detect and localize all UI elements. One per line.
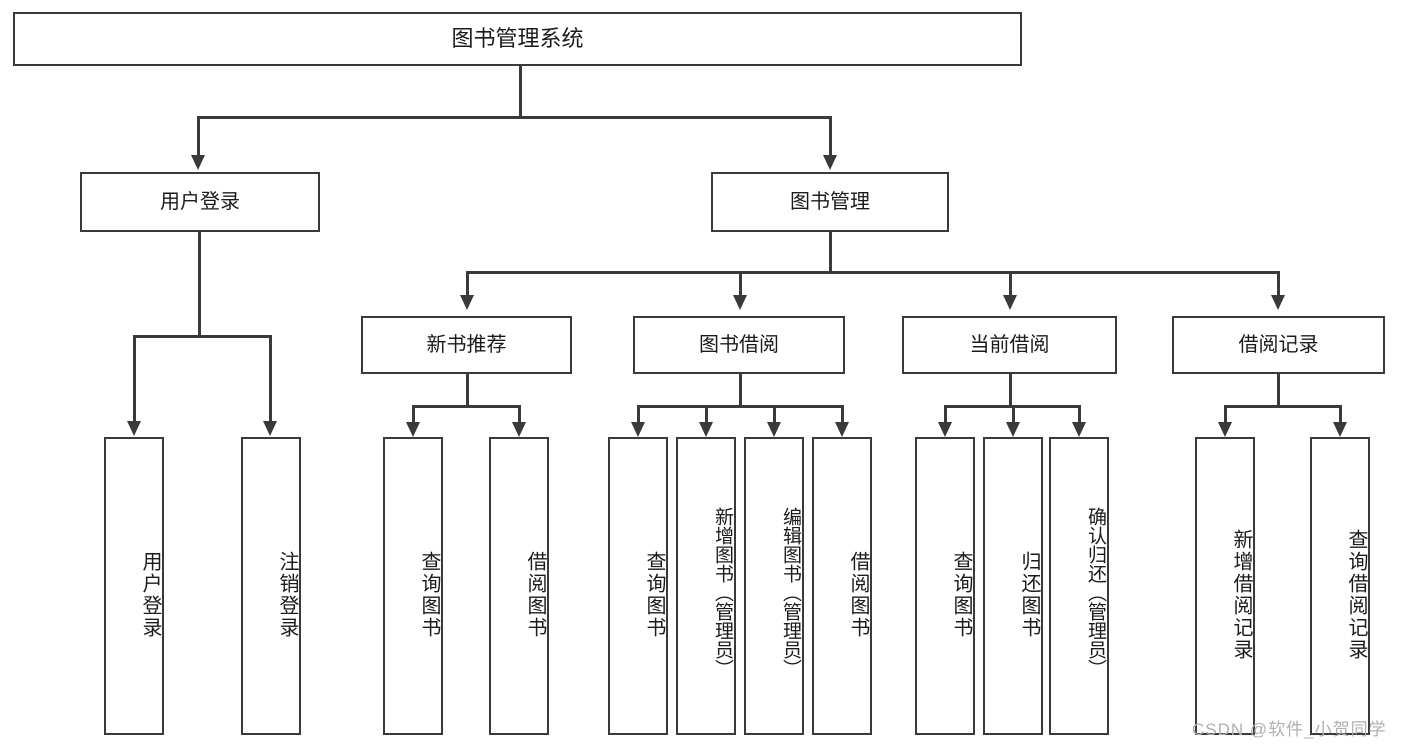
node-root-system[interactable]: 图书管理系统	[13, 12, 1022, 66]
arrow-query-book-1	[406, 422, 420, 437]
connector-drop-query-book-1	[412, 405, 415, 423]
connector-drop-borrow-book-2	[841, 405, 844, 423]
leaf-add-record[interactable]: 新增借阅记录	[1195, 437, 1255, 735]
node-root-label: 图书管理系统	[451, 26, 584, 52]
connector-book-borrow-stem	[739, 374, 742, 406]
connector-current-borrow-stem	[1009, 374, 1012, 406]
leaf-query-book-3[interactable]: 查询图书	[915, 437, 975, 735]
leaf-edit-book-label: 编辑图书（管理员）	[780, 506, 801, 678]
leaf-user-login-label: 用户登录	[139, 551, 161, 639]
arrow-leaf-logout-login	[263, 421, 277, 436]
leaf-borrow-book-1-label: 借阅图书	[524, 551, 546, 639]
connector-drop-new-book-recommend	[466, 271, 469, 296]
node-user-login-label: 用户登录	[160, 190, 240, 213]
csdn-watermark: CSDN @软件_小贺同学	[1192, 715, 1387, 740]
connector-level1-bar	[197, 116, 831, 119]
leaf-add-record-label: 新增借阅记录	[1230, 529, 1252, 661]
connector-level1-drop-book-management	[829, 116, 832, 156]
leaf-query-record[interactable]: 查询借阅记录	[1310, 437, 1370, 735]
arrow-confirm-return	[1072, 422, 1086, 437]
leaf-query-book-1[interactable]: 查询图书	[383, 437, 443, 735]
connector-book-management-stem	[829, 232, 832, 272]
arrow-borrow-book-2	[835, 422, 849, 437]
node-borrow-record-label: 借阅记录	[1238, 333, 1319, 356]
node-book-management-label: 图书管理	[790, 190, 870, 213]
arrow-user-login	[191, 155, 205, 170]
arrow-book-management	[823, 155, 837, 170]
leaf-logout-login[interactable]: 注销登录	[241, 437, 301, 735]
connector-drop-leaf-logout-login	[269, 335, 272, 422]
arrow-query-book-2	[631, 422, 645, 437]
connector-drop-query-book-2	[637, 405, 640, 423]
leaf-query-book-2-label: 查询图书	[643, 551, 665, 639]
leaf-query-book-2[interactable]: 查询图书	[608, 437, 668, 735]
leaf-edit-book[interactable]: 编辑图书（管理员）	[744, 437, 804, 735]
leaf-return-book-label: 归还图书	[1018, 551, 1040, 639]
arrow-book-borrow	[733, 295, 747, 310]
connector-new-book-recommend-stem	[466, 374, 469, 406]
leaf-return-book[interactable]: 归还图书	[983, 437, 1043, 735]
connector-drop-borrow-book-1	[518, 405, 521, 423]
leaf-query-book-3-label: 查询图书	[950, 551, 972, 639]
arrow-borrow-record	[1271, 295, 1285, 310]
connector-new-book-recommend-bar	[412, 405, 520, 408]
node-new-book-recommend-label: 新书推荐	[426, 333, 507, 356]
connector-level2-bar	[466, 271, 1279, 274]
leaf-borrow-book-2-label: 借阅图书	[847, 551, 869, 639]
connector-user-login-bar	[133, 335, 271, 338]
leaf-user-login[interactable]: 用户登录	[104, 437, 164, 735]
connector-drop-add-record	[1224, 405, 1227, 423]
leaf-confirm-return[interactable]: 确认归还（管理员）	[1049, 437, 1109, 735]
connector-drop-current-borrow	[1009, 271, 1012, 296]
node-user-login[interactable]: 用户登录	[80, 172, 320, 232]
connector-drop-borrow-record	[1277, 271, 1280, 296]
node-current-borrow[interactable]: 当前借阅	[902, 316, 1117, 374]
node-new-book-recommend[interactable]: 新书推荐	[361, 316, 572, 374]
leaf-borrow-book-2[interactable]: 借阅图书	[812, 437, 872, 735]
connector-root-stem	[519, 66, 522, 117]
connector-level1-drop-user-login	[197, 116, 200, 156]
leaf-add-book-label: 新增图书（管理员）	[712, 506, 733, 678]
leaf-borrow-book-1[interactable]: 借阅图书	[489, 437, 549, 735]
arrow-leaf-user-login	[127, 421, 141, 436]
leaf-add-book[interactable]: 新增图书（管理员）	[676, 437, 736, 735]
leaf-query-book-1-label: 查询图书	[418, 551, 440, 639]
node-borrow-record[interactable]: 借阅记录	[1172, 316, 1385, 374]
connector-drop-query-book-3	[944, 405, 947, 423]
connector-drop-add-book	[705, 405, 708, 423]
csdn-watermark-text: CSDN @软件_小贺同学	[1192, 720, 1387, 739]
leaf-logout-login-label: 注销登录	[276, 551, 298, 639]
leaf-query-record-label: 查询借阅记录	[1345, 529, 1367, 661]
arrow-add-record	[1218, 422, 1232, 437]
leaf-confirm-return-label: 确认归还（管理员）	[1085, 506, 1106, 678]
connector-drop-leaf-user-login	[133, 335, 136, 422]
arrow-borrow-book-1	[512, 422, 526, 437]
node-current-borrow-label: 当前借阅	[969, 333, 1050, 356]
node-book-management[interactable]: 图书管理	[711, 172, 949, 232]
arrow-new-book-recommend	[460, 295, 474, 310]
node-book-borrow[interactable]: 图书借阅	[633, 316, 845, 374]
arrow-add-book	[699, 422, 713, 437]
connector-drop-book-borrow	[739, 271, 742, 296]
arrow-edit-book	[767, 422, 781, 437]
arrow-query-record	[1333, 422, 1347, 437]
connector-drop-confirm-return	[1078, 405, 1081, 423]
connector-book-borrow-bar	[637, 405, 842, 408]
connector-drop-query-record	[1339, 405, 1342, 423]
node-book-borrow-label: 图书借阅	[699, 333, 779, 356]
arrow-query-book-3	[938, 422, 952, 437]
connector-user-login-stem	[198, 232, 201, 336]
connector-borrow-record-bar	[1224, 405, 1341, 408]
connector-drop-return-book	[1012, 405, 1015, 423]
connector-current-borrow-bar	[944, 405, 1079, 408]
arrow-return-book	[1006, 422, 1020, 437]
connector-drop-edit-book	[773, 405, 776, 423]
connector-borrow-record-stem	[1277, 374, 1280, 406]
arrow-current-borrow	[1003, 295, 1017, 310]
